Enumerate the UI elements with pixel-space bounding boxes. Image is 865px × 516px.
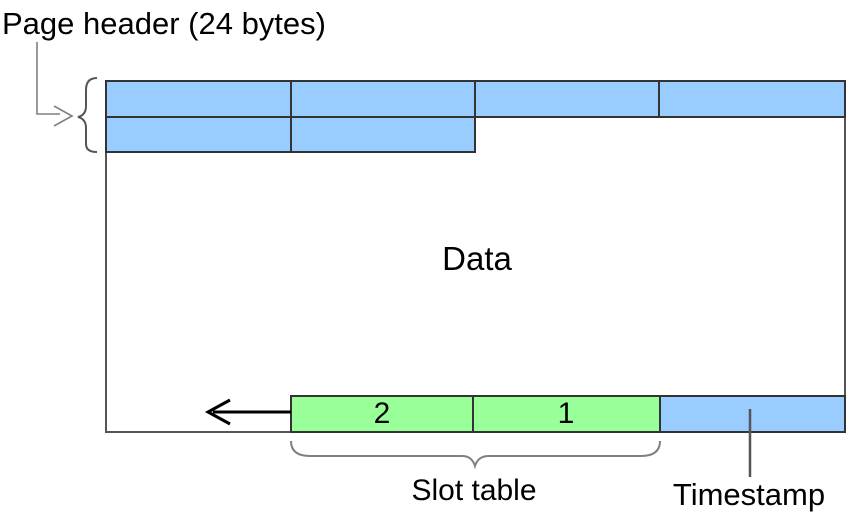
slot-table-brace-icon (290, 440, 661, 470)
header-row2-cell-1 (105, 116, 292, 153)
slot-2-label: 2 (374, 397, 391, 430)
header-row1-cell-3 (474, 80, 660, 118)
slot-table: 2 1 (290, 395, 661, 433)
slot-cell-2 (290, 395, 474, 433)
header-row1-cell-1 (105, 80, 292, 118)
timestamp-cell (659, 395, 846, 433)
header-row-2 (105, 116, 476, 153)
header-row1-cell-4 (658, 80, 846, 118)
page-header-brace-icon (77, 77, 98, 153)
data-region-label: Data (442, 240, 512, 277)
slot-growth-left-arrow-icon (204, 398, 291, 426)
slot-cell-1 (472, 395, 661, 433)
timestamp-label: Timestamp (673, 477, 825, 512)
slot-table-label: Slot table (411, 474, 536, 507)
page-header-pointer-arrow-icon (36, 42, 74, 127)
slot-1-label: 1 (558, 397, 575, 430)
page-header-label: Page header (24 bytes) (2, 6, 326, 41)
header-row-1 (105, 80, 846, 118)
header-row1-cell-2 (290, 80, 476, 118)
header-row2-cell-2 (290, 116, 476, 153)
